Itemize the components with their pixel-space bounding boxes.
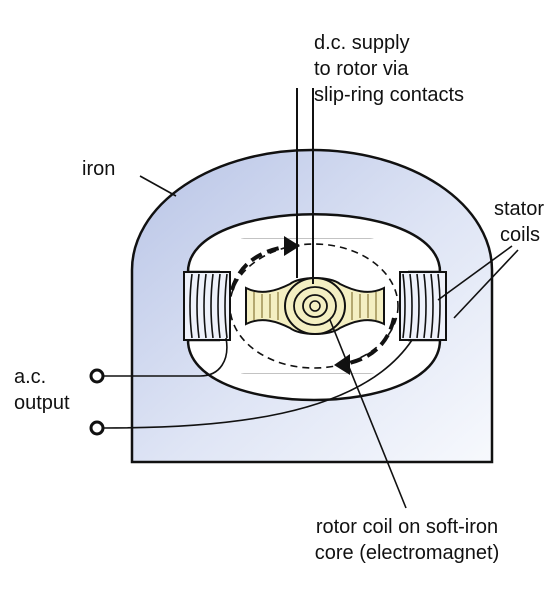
ac-output-terminal-top [89, 368, 105, 384]
right-stator-coil [399, 271, 447, 341]
rotor-coil-label: rotor coil on soft-iron core (electromag… [282, 514, 532, 566]
rotation-arrowhead-top [284, 236, 300, 256]
rotation-path [229, 243, 399, 369]
ac-output-terminal-bottom [89, 420, 105, 436]
rotation-arrow-bottom [343, 317, 396, 366]
stator-coils-leaders [437, 245, 519, 319]
dc-supply-line-1: d.c. supply [314, 32, 410, 54]
stator-coils-line-1: stator [494, 198, 545, 220]
left-stator-coil [183, 271, 231, 341]
iron-leader [139, 175, 177, 197]
dc-supply-line-2: to rotor via [314, 58, 409, 80]
iron-label: iron [82, 158, 116, 180]
rotation-arrow-top [230, 244, 291, 291]
dc-supply-label: d.c. supply to rotor via slip-ring conta… [314, 30, 524, 108]
ac-output-label: a.c. output [14, 364, 70, 416]
ac-output-line-1: a.c. [14, 366, 47, 388]
ac-output-line-2: output [14, 392, 70, 414]
ac-output-wires [103, 337, 413, 429]
dc-supply-wires [296, 88, 314, 284]
rotor-coil-leader [329, 319, 407, 509]
stator-coils-line-2: coils [500, 224, 541, 246]
rotor-electromagnet [245, 277, 385, 335]
dc-supply-line-3: slip-ring contacts [314, 84, 465, 106]
rotor-coil-line-2: core (electromagnet) [314, 542, 500, 564]
rotor-coil-line-1: rotor coil on soft-iron [315, 516, 499, 538]
stator-coils-label: stator coils [494, 196, 558, 248]
